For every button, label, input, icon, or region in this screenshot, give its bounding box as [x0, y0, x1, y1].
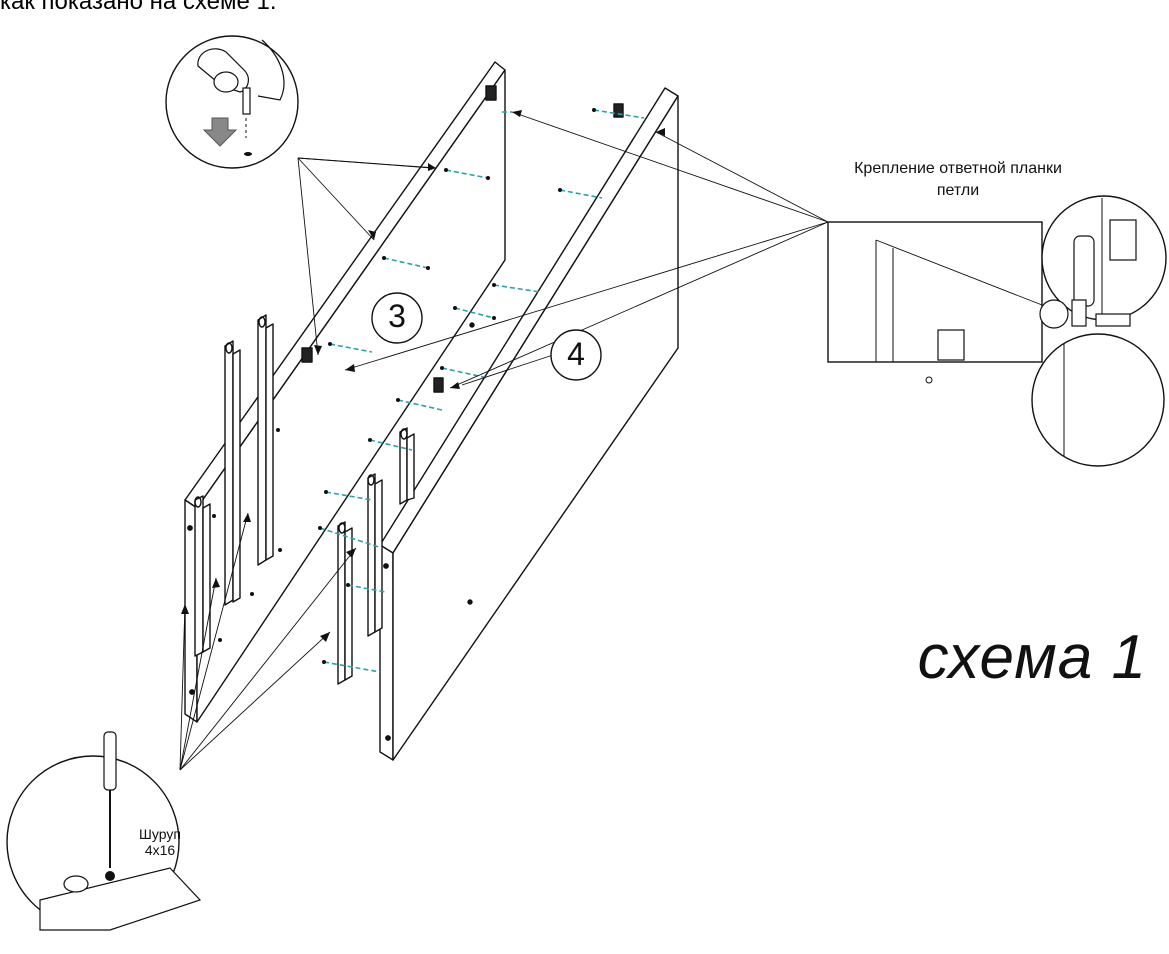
- dowel-insert-detail: [165, 35, 299, 169]
- screw-detail: [6, 731, 202, 931]
- hinge-caption-line1: Крепление ответной планки: [854, 160, 1062, 177]
- rails-left: [194, 314, 274, 657]
- screw-label: Шуруп 4х16: [130, 826, 190, 858]
- fittings: [301, 85, 624, 393]
- callout-circle-3: [371, 292, 423, 344]
- callout-4-label: 4: [567, 336, 585, 372]
- hinge-caption: Крепление ответной планки петли: [828, 158, 1088, 202]
- dowel-lines: [319, 109, 645, 673]
- instruction-text: как показано на схеме 1.: [0, 0, 277, 15]
- hinge-detail: [827, 195, 1167, 467]
- screw-label-line1: Шуруп: [139, 826, 181, 842]
- callout-circle-4: [550, 329, 602, 381]
- hinge-caption-line2: петли: [936, 182, 980, 199]
- dowel-ends: [212, 108, 596, 664]
- right-side-panel: [379, 87, 679, 761]
- scheme-label: схема 1: [917, 623, 1147, 692]
- screw-label-line2: 4х16: [144, 842, 176, 858]
- arrowheads: [181, 110, 665, 642]
- callout-3-label: 3: [388, 298, 406, 334]
